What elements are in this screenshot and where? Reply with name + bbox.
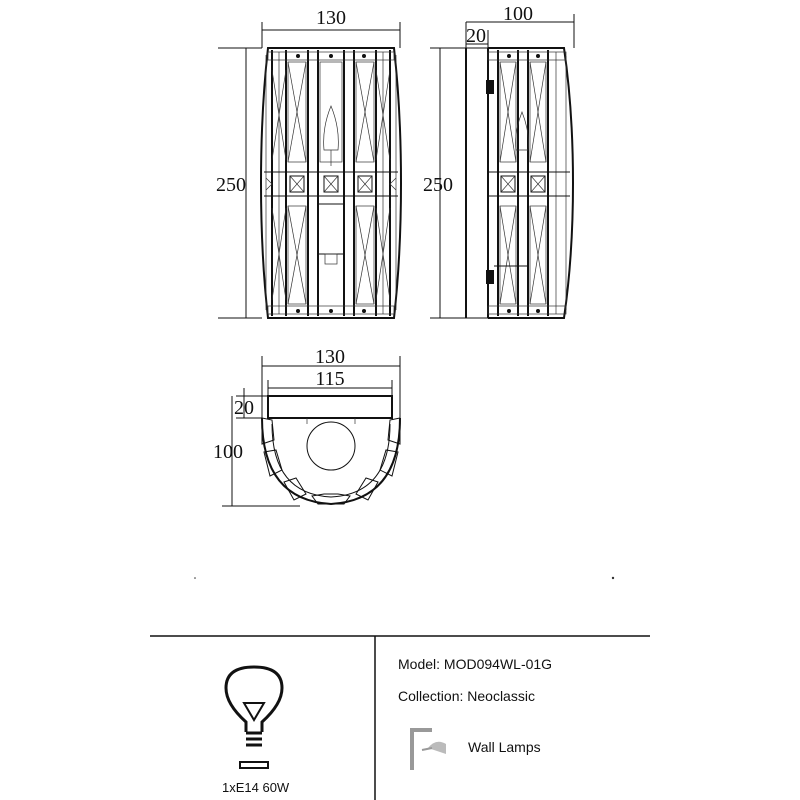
spec-table	[150, 635, 650, 800]
model-value: MOD094WL-01G	[443, 656, 553, 672]
front-width-label: 130	[316, 7, 346, 29]
collection-label: Collection:	[398, 688, 464, 704]
side-height-label: 250	[423, 174, 453, 196]
crystal-columns	[265, 50, 397, 316]
model-row: Model: MOD094WL-01G	[398, 656, 552, 672]
light-bulb-icon	[224, 665, 284, 769]
top-width-label: 130	[315, 346, 345, 368]
front-caps	[267, 51, 395, 315]
lower-panels	[271, 203, 391, 305]
side-offset-label: 20	[466, 25, 486, 47]
collection-row: Collection: Neoclassic	[398, 688, 535, 704]
middle-band	[264, 171, 398, 197]
top-depth-label: 100	[213, 441, 243, 463]
side-depth-label: 100	[503, 3, 533, 25]
top-view: 130 115 20 100	[213, 346, 401, 507]
category-label: Wall Lamps	[468, 739, 541, 755]
bulb-spec: 1xE14 60W	[222, 780, 290, 795]
model-label: Model:	[398, 656, 441, 672]
front-view: 130 250	[216, 7, 403, 319]
front-height-label: 250	[216, 174, 246, 196]
side-view: 100 20 250	[423, 3, 575, 319]
collection-value: Neoclassic	[467, 688, 535, 704]
wall-lamp-icon	[410, 728, 446, 770]
crystal-facets	[261, 417, 401, 505]
top-inner-width-label: 115	[315, 368, 344, 390]
top-offset-label: 20	[234, 397, 254, 419]
upper-panels	[271, 61, 391, 166]
